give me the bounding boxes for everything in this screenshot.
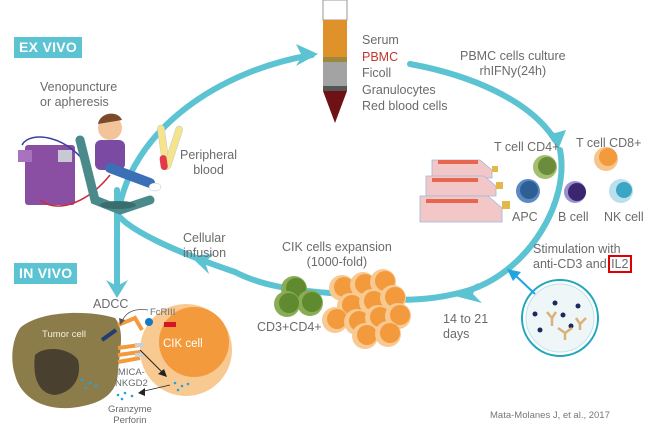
- b-cell-label: B cell: [558, 210, 589, 224]
- phenotype-label: CD3+CD4+: [257, 320, 322, 334]
- duration-label: 14 to 21 days: [443, 312, 488, 342]
- mica-line-1: MICA-: [117, 367, 145, 378]
- arrow-to-infusion: [115, 212, 238, 275]
- arrowheads: [106, 44, 566, 303]
- infusion-line-1: Cellular: [183, 231, 226, 245]
- cik-cell-inner: [334, 277, 354, 297]
- peripheral-blood-line-1: Peripheral: [180, 148, 237, 162]
- arrowhead-expansion: [455, 283, 482, 303]
- cik-cell-inner: [357, 325, 377, 345]
- venopuncture-line-1: Venopuncture: [40, 80, 118, 94]
- immune-cells: [516, 147, 633, 203]
- tumor-cell-label: Tumor cell: [42, 329, 86, 340]
- stimulation-agent-text: anti-CD3 and: [533, 257, 611, 271]
- tube-label-rbc: Red blood cells: [362, 99, 448, 113]
- arrowhead-infusion: [190, 254, 214, 274]
- tube-layer-ficoll: [323, 62, 347, 86]
- granzyme-perforin-label: Granzyme Perforin: [108, 404, 152, 426]
- cik-cell-inner: [385, 287, 405, 307]
- infusion-line-2: infusion: [183, 246, 227, 260]
- duration-line-1: 14 to 21: [443, 312, 489, 326]
- citation: Mata-Molanes J, et al., 2017: [490, 410, 610, 421]
- venopuncture-label: Venopuncture or apheresis: [40, 80, 117, 110]
- arrow-tube-to-culture: [407, 61, 558, 143]
- tube-layer-labels: Serum PBMC Ficoll Granulocytes Red blood…: [362, 32, 447, 115]
- infusion-label: Cellular infusion: [183, 231, 226, 261]
- arrowhead-top: [296, 44, 318, 66]
- pbmc-culture-line-2: rhIFNy(24h): [479, 64, 547, 78]
- blood-tubes-icon: [157, 124, 183, 171]
- cik-cell-label: CIK cell: [163, 338, 203, 350]
- in-vivo-tag: IN VIVO: [14, 263, 78, 284]
- tube-label-granulocytes: Granulocytes: [362, 82, 436, 97]
- cycle-arrows: [114, 52, 565, 303]
- tumor-cell-icon: [12, 312, 122, 409]
- tube-layer-rbc: [323, 91, 347, 123]
- mica-line-2: NKGD2: [115, 378, 148, 389]
- arrowhead-in-vivo: [106, 280, 128, 298]
- expansion-line-1: CIK cells expansion: [282, 240, 392, 254]
- stimulation-dish-icon: [507, 269, 599, 357]
- duration-line-2: days: [443, 327, 470, 341]
- t-cell-cd4-label: T cell CD4+: [494, 140, 560, 154]
- adcc-label: ADCC: [93, 297, 129, 311]
- granzyme-line: Granzyme: [108, 404, 152, 415]
- expansion-line-2: (1000-fold): [306, 255, 368, 269]
- apc-label: APC: [512, 210, 538, 224]
- culture-flasks-icon: [419, 159, 510, 223]
- tube-label-pbmc: PBMC: [362, 49, 399, 64]
- cik-cell-inner: [327, 309, 347, 329]
- mica-nkgd2-label: MICA- NKGD2: [115, 367, 148, 389]
- nk-cell-label: NK cell: [604, 210, 644, 224]
- cik-cell-inner: [355, 274, 375, 294]
- il2-highlight: IL2: [608, 255, 632, 273]
- patient-icon: [75, 113, 162, 215]
- cik-cell-inner: [390, 305, 410, 325]
- cd3-cd4-cluster-icon: [274, 276, 323, 317]
- cik-cell-inner: [380, 323, 400, 343]
- centrifuge-tube: [322, 0, 348, 123]
- tube-layer-serum: [323, 20, 347, 57]
- stimulation-label: Stimulation with anti-CD3 and IL2: [533, 242, 632, 273]
- arrow-blood-to-tube: [115, 52, 315, 218]
- expansion-label: CIK cells expansion (1000-fold): [282, 240, 392, 270]
- peripheral-blood-line-2: blood: [193, 163, 224, 177]
- fcriii-label: FcRIII: [150, 307, 176, 318]
- tube-label-ficoll: Ficoll: [362, 66, 392, 80]
- arrowhead-culture: [545, 128, 566, 150]
- tube-layer-granulocytes: [323, 86, 347, 91]
- stimulation-line-1: Stimulation with: [533, 242, 621, 256]
- cik-expansion-cluster-icon: [322, 269, 411, 349]
- cik-cell-icon: [100, 304, 232, 401]
- pbmc-culture-line-1: PBMC cells culture: [460, 49, 566, 63]
- ex-vivo-tag: EX VIVO: [14, 37, 83, 58]
- tube-label-serum: Serum: [362, 33, 399, 47]
- venopuncture-line-2: or apheresis: [40, 95, 109, 109]
- peripheral-blood-label: Peripheral blood: [180, 148, 237, 178]
- stimulation-line-2: anti-CD3 and IL2: [533, 255, 632, 273]
- perforin-line: Perforin: [113, 415, 147, 426]
- t-cell-cd8-label: T cell CD8+: [576, 136, 642, 150]
- pbmc-culture-label: PBMC cells culture rhIFNy(24h): [460, 49, 566, 79]
- tube-layer-pbmc: [323, 57, 347, 62]
